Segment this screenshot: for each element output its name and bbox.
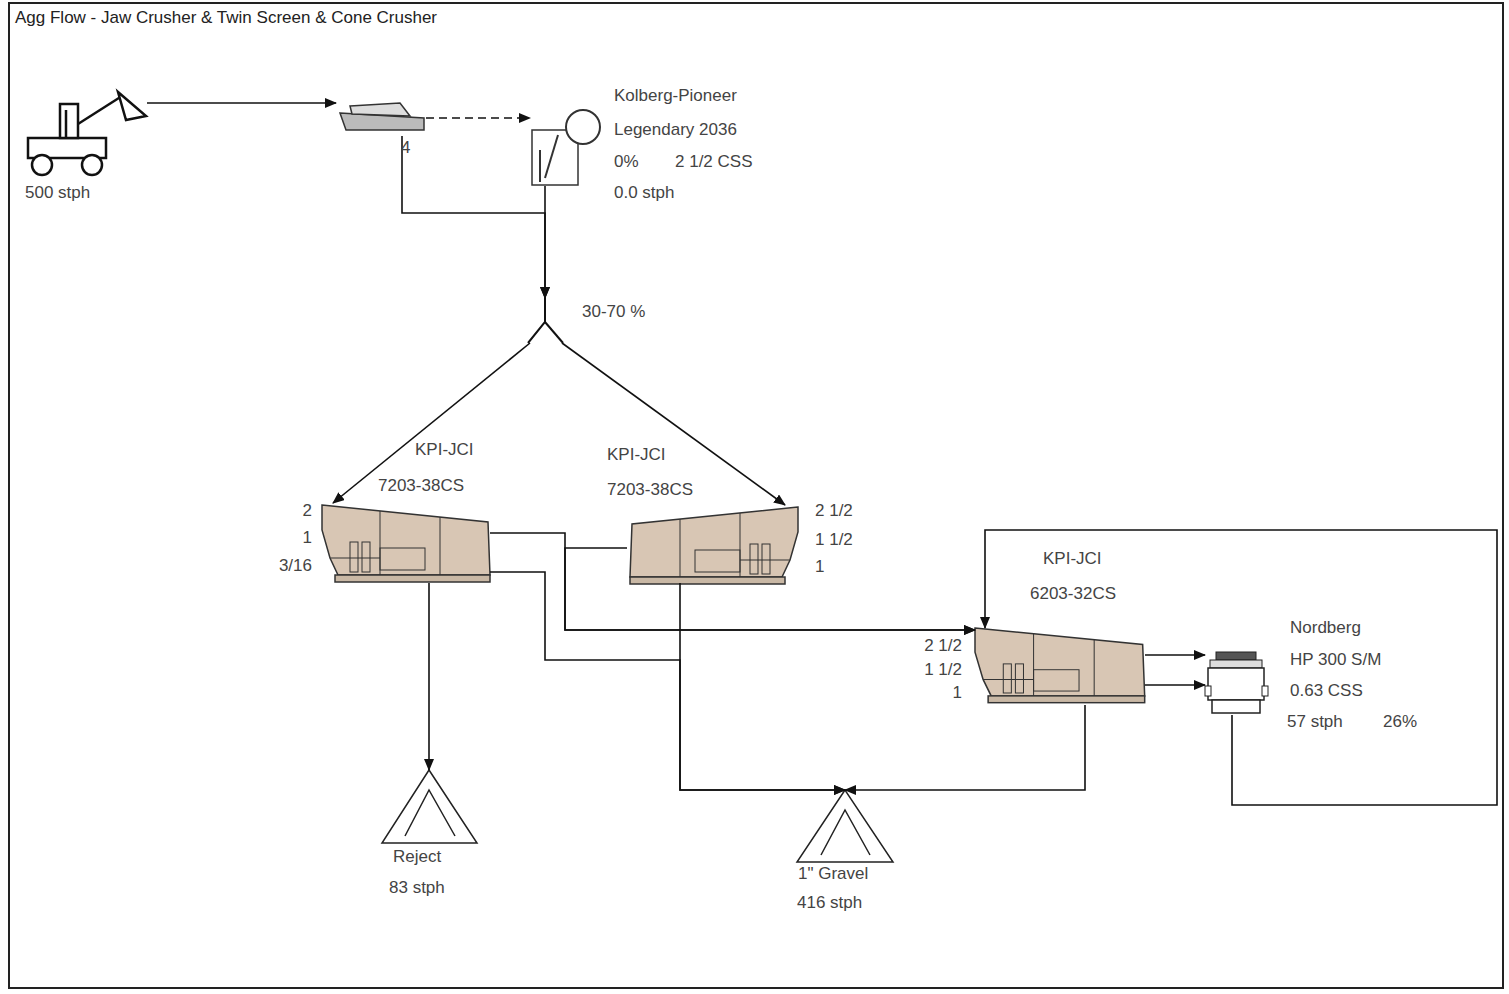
flow-connector bbox=[428, 583, 430, 770]
equipment-label: 7203-38CS bbox=[378, 476, 464, 496]
equipment-label: 4 bbox=[401, 138, 410, 158]
equipment-label: 6203-32CS bbox=[1030, 584, 1116, 604]
equipment-label: 1" Gravel bbox=[798, 864, 868, 884]
equipment-label: KPI-JCI bbox=[415, 440, 474, 460]
splitter: 30-70 % bbox=[526, 298, 566, 343]
equipment-label: 2 bbox=[303, 501, 312, 521]
screen: KPI-JCI7203-38CS2 1/21 1/21 bbox=[627, 505, 800, 583]
flow-connector bbox=[562, 343, 785, 505]
flow-connector bbox=[1145, 684, 1205, 686]
equipment-label: 26% bbox=[1383, 712, 1417, 732]
equipment-label: 500 stph bbox=[25, 183, 90, 203]
flow-connector bbox=[985, 530, 1497, 805]
equipment-label: 2 1/2 CSS bbox=[675, 152, 753, 172]
cone-crusher: NordbergHP 300 S/M0.63 CSS57 stph26% bbox=[1205, 650, 1270, 715]
flow-connector bbox=[1145, 654, 1205, 656]
equipment-label: 0% bbox=[614, 152, 639, 172]
equipment-label: KPI-JCI bbox=[607, 445, 666, 465]
jaw-crusher: Kolberg-PioneerLegendary 20360%2 1/2 CSS… bbox=[530, 108, 602, 186]
equipment-label: KPI-JCI bbox=[1043, 549, 1102, 569]
stockpile: 1" Gravel416 stph bbox=[797, 790, 893, 862]
equipment-label: 1 1/2 bbox=[924, 660, 962, 680]
equipment-label: 416 stph bbox=[797, 893, 862, 913]
grizzly-feeder: 4 bbox=[336, 100, 426, 136]
equipment-label: HP 300 S/M bbox=[1290, 650, 1381, 670]
equipment-label: 3/16 bbox=[279, 556, 312, 576]
equipment-label: 30-70 % bbox=[582, 302, 645, 322]
equipment-label: 1 bbox=[953, 683, 962, 703]
flow-connector bbox=[845, 705, 1085, 790]
equipment-label: 1 bbox=[815, 557, 824, 577]
equipment-label: 2 1/2 bbox=[815, 501, 853, 521]
loader-node: 500 stph bbox=[25, 88, 147, 180]
flow-connector bbox=[490, 533, 975, 630]
flow-connector bbox=[426, 117, 530, 119]
equipment-label: Nordberg bbox=[1290, 618, 1361, 638]
flow-connector bbox=[565, 548, 975, 630]
flow-connector bbox=[333, 343, 530, 503]
equipment-label: 7203-38CS bbox=[607, 480, 693, 500]
equipment-label: Reject bbox=[393, 847, 441, 867]
equipment-label: 1 1/2 bbox=[815, 530, 853, 550]
equipment-label: 1 bbox=[303, 528, 312, 548]
equipment-label: Kolberg-Pioneer bbox=[614, 86, 737, 106]
diagram-title: Agg Flow - Jaw Crusher & Twin Screen & C… bbox=[15, 8, 437, 28]
equipment-label: 57 stph bbox=[1287, 712, 1343, 732]
screen: KPI-JCI6203-32CS2 1/21 1/21 bbox=[975, 628, 1145, 705]
equipment-label: 83 stph bbox=[389, 878, 445, 898]
flow-connector bbox=[490, 572, 845, 790]
flow-connector bbox=[402, 136, 545, 298]
flow-connector bbox=[147, 102, 336, 104]
flow-connector bbox=[680, 583, 845, 790]
screen: KPI-JCI7203-38CS213/16 bbox=[320, 503, 490, 583]
equipment-label: 0.63 CSS bbox=[1290, 681, 1363, 701]
equipment-label: Legendary 2036 bbox=[614, 120, 737, 140]
equipment-label: 2 1/2 bbox=[924, 636, 962, 656]
stockpile: Reject83 stph bbox=[380, 770, 478, 843]
equipment-label: 0.0 stph bbox=[614, 183, 675, 203]
flow-connector bbox=[544, 186, 546, 298]
